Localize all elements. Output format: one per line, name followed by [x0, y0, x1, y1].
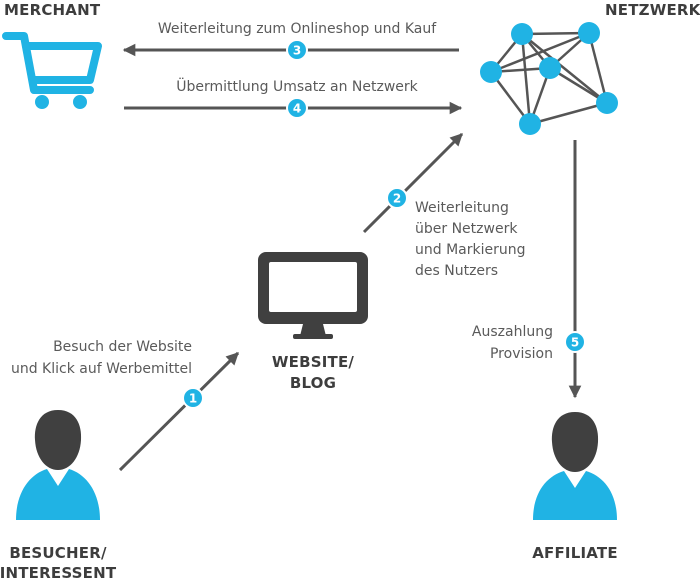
monitor-icon [258, 252, 368, 339]
merchant-label: MERCHANT [4, 1, 101, 19]
step-badge-3: 3 [286, 39, 308, 61]
step-badge-2: 2 [386, 187, 408, 209]
step-5-text-line1: Auszahlung [472, 324, 553, 340]
step-5-text-line2: Provision [490, 346, 553, 362]
step-3-text: Weiterleitung zum Onlineshop und Kauf [158, 21, 437, 37]
network-label: NETZWERK [605, 1, 700, 19]
affiliate-label: AFFILIATE [532, 544, 618, 562]
step-number: 5 [571, 336, 579, 350]
visitor-label-line1: BESUCHER/ [9, 544, 107, 562]
person-icon [16, 410, 100, 520]
step-1-text-line2: und Klick auf Werbemittel [11, 361, 192, 377]
website-label-line2: BLOG [290, 374, 336, 392]
step-1-text-line1: Besuch der Website [53, 339, 192, 355]
network-graph-icon [480, 22, 618, 135]
step-number: 2 [393, 192, 401, 206]
shopping-cart-icon [2, 32, 102, 109]
step-number: 3 [293, 44, 301, 58]
step-4-text: Übermittlung Umsatz an Netzwerk [176, 77, 418, 95]
step-badge-4: 4 [286, 97, 308, 119]
person-icon [533, 412, 617, 520]
step-2-text-line3: und Markierung [415, 242, 526, 258]
visitor-label-line2: INTERESSENT [0, 564, 117, 580]
website-label-line1: WEBSITE/ [272, 353, 354, 371]
step-2-text-line1: Weiterleitung [415, 200, 509, 216]
arrow-step-2 [362, 132, 464, 234]
step-badge-1: 1 [182, 387, 204, 409]
step-number: 1 [189, 392, 197, 406]
step-number: 4 [293, 102, 301, 116]
step-2-text-line4: des Nutzers [415, 263, 498, 279]
arrow-step-1 [118, 351, 240, 472]
step-badge-5: 5 [564, 331, 586, 353]
step-2-text-line2: über Netzwerk [415, 221, 518, 237]
